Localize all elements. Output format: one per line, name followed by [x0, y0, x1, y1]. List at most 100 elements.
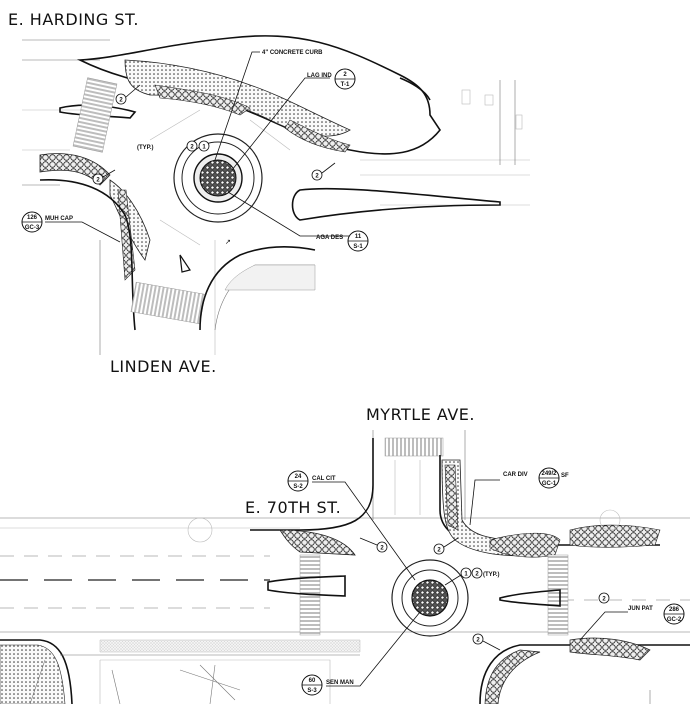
- leader-line: [579, 611, 628, 641]
- svg-text:2: 2: [476, 638, 480, 644]
- southeast-planting: [484, 649, 541, 704]
- landscape-line: [29, 659, 121, 704]
- callout-lag-ind-label: LAG IND: [307, 73, 332, 79]
- detail-bubble-sen-man: 60 S-3: [301, 674, 323, 696]
- svg-text:GC-1: GC-1: [542, 481, 557, 487]
- svg-text:2: 2: [380, 546, 384, 552]
- curb-line: [250, 438, 374, 531]
- svg-text:2: 2: [475, 572, 479, 578]
- callout-concrete-curb: 4" CONCRETE CURB: [262, 50, 323, 56]
- tree-symbol-lines: [179, 664, 241, 704]
- keynote-2: 2: [598, 592, 610, 604]
- svg-text:11: 11: [355, 234, 362, 240]
- svg-text:1: 1: [464, 572, 468, 578]
- detail-bubble-jun-pat: 286 GC-2: [663, 603, 685, 625]
- svg-text:S-1: S-1: [353, 244, 363, 250]
- detail-bubble-aga-des: 11 S-1: [347, 230, 369, 252]
- curb-line: [39, 179, 136, 331]
- svg-text:24: 24: [295, 474, 302, 480]
- keynote-2: 2: [472, 633, 501, 651]
- bottom-intersection: MYRTLE AVE. E. 70TH ST.: [0, 405, 690, 704]
- svg-text:249/2: 249/2: [541, 471, 557, 477]
- keynote-2-typ: 2: [186, 140, 198, 152]
- crosswalk-west: [72, 77, 118, 153]
- svg-text:2: 2: [315, 174, 319, 180]
- street-label-myrtle: MYRTLE AVE.: [366, 405, 475, 424]
- crosswalk-east-bottom: [547, 554, 569, 636]
- svg-text:60: 60: [309, 678, 316, 684]
- traffic-island-small: [179, 254, 191, 273]
- svg-text:2: 2: [119, 98, 123, 104]
- roundabout-apron-bottom: [401, 569, 459, 627]
- road-line: [394, 460, 421, 515]
- utility-symbol: [515, 114, 523, 130]
- callout-cal-cit-label: CAL CIT: [312, 476, 336, 482]
- callout-typ: (TYP.): [137, 145, 154, 151]
- roundabout-outer-ring: [173, 133, 263, 223]
- svg-text:2: 2: [96, 178, 100, 184]
- svg-text:GC-2: GC-2: [667, 617, 682, 623]
- northeast-shrub-row: [444, 464, 459, 531]
- parcel-line: [99, 659, 331, 704]
- leader-line: [326, 611, 421, 687]
- svg-text:S-3: S-3: [307, 688, 317, 694]
- northeast-planting-bed: [441, 459, 542, 557]
- detail-bubble-muh-cap: 126 GC-3: [21, 211, 43, 233]
- crosswalk-south: [130, 281, 206, 325]
- tree-icon: [199, 159, 237, 197]
- sidewalk-strip: [99, 639, 361, 653]
- svg-text:2: 2: [437, 548, 441, 554]
- detail-bubble-car-div: 249/2 GC-1: [538, 467, 560, 489]
- west-corner-planting: [39, 153, 111, 186]
- svg-text:2: 2: [602, 597, 606, 603]
- east-shrub-row: [569, 524, 661, 548]
- southwest-shrub-row: [117, 189, 136, 281]
- north-shrub-row: [284, 119, 351, 153]
- keynote-2-typ-bottom: 2: [471, 567, 483, 579]
- roundabout-apron: [181, 141, 255, 215]
- curb-line: [399, 77, 431, 101]
- svg-text:2: 2: [343, 72, 347, 78]
- svg-text:S-2: S-2: [293, 484, 303, 490]
- keynote-1-typ-bottom: 1: [460, 567, 472, 579]
- callout-jun-pat-label: JUN PAT: [628, 606, 653, 612]
- curb-line: [0, 639, 73, 704]
- curb-line: [199, 245, 316, 331]
- leader-line: [231, 77, 330, 171]
- svg-text:GC-3: GC-3: [25, 225, 40, 231]
- callout-aga-des-label: AGA DES: [316, 235, 343, 241]
- svg-text:286: 286: [669, 607, 680, 613]
- keynote-2: 2: [311, 162, 336, 181]
- keynote-2: 2: [359, 537, 388, 553]
- leader-line: [214, 51, 260, 161]
- parking-symbol: [461, 89, 471, 105]
- keynote-2: 2: [115, 84, 141, 105]
- svg-text:1: 1: [202, 145, 206, 151]
- northwest-planting: [279, 529, 356, 556]
- leader-line: [227, 191, 350, 237]
- roundabout-outer-ring-bottom: [391, 559, 469, 637]
- southeast-shrub-row: [569, 637, 651, 661]
- svg-text:2: 2: [190, 145, 194, 151]
- splitter-island-east-bottom: [499, 589, 561, 607]
- callout-typ-bottom: (TYP.): [483, 572, 500, 578]
- street-label-harding: E. HARDING ST.: [8, 10, 139, 29]
- leader-line: [312, 481, 416, 581]
- leader-line: [444, 574, 462, 586]
- callout-car-div-label: CAR DIV: [503, 472, 528, 478]
- callout-sen-man-label: SEN MAN: [326, 680, 354, 686]
- approach-hatch: [149, 109, 291, 246]
- north-arrow-icon: ↗: [225, 239, 231, 246]
- leader-line: [45, 221, 121, 243]
- crosswalk-north: [384, 437, 444, 457]
- detail-bubble-lag-ind: 2 T-1: [334, 68, 356, 90]
- keynote-2: 2: [433, 537, 459, 555]
- svg-text:T-1: T-1: [341, 82, 350, 88]
- curb-line: [479, 644, 690, 704]
- tree-symbol: [599, 509, 621, 531]
- street-label-70th: E. 70TH ST.: [245, 498, 341, 517]
- sidewalk-corner: [224, 264, 316, 291]
- leader-line: [469, 479, 500, 526]
- north-planting-bed: [124, 59, 351, 137]
- svg-text:126: 126: [27, 215, 38, 221]
